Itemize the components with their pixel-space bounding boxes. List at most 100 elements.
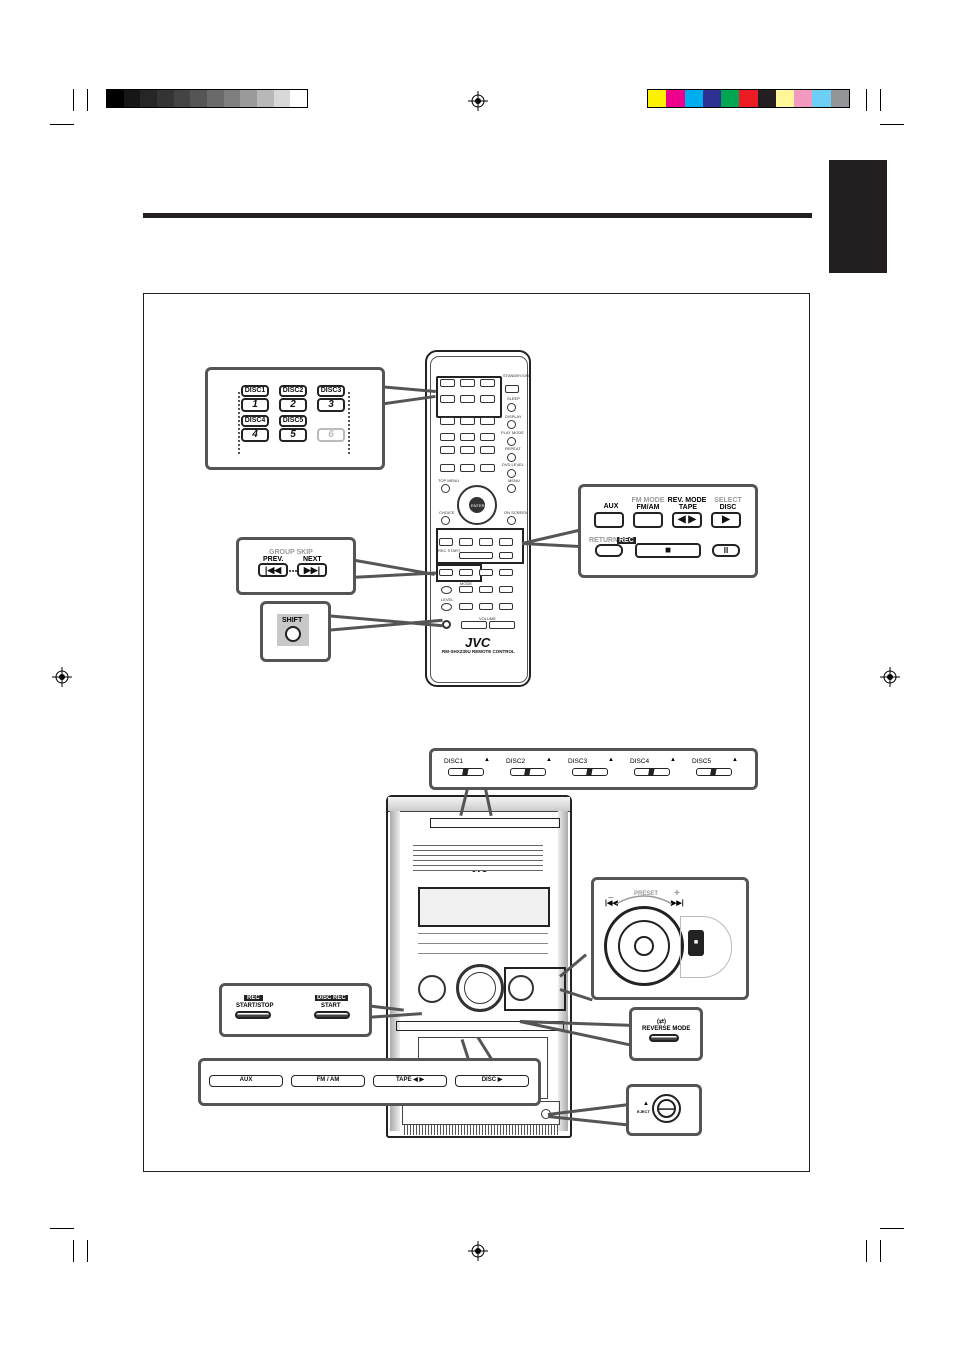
remote-level-minus[interactable] — [441, 603, 452, 611]
unit-source-button-3[interactable]: TAPE ◀ ▶ — [373, 1075, 447, 1087]
reverse-mode-callout: (⇄) REVERSE MODE — [629, 1007, 703, 1061]
remote-key-b[interactable] — [499, 586, 513, 593]
disc-label: DISC — [719, 504, 737, 511]
remote-disc-mini[interactable] — [499, 538, 513, 546]
figure-frame — [143, 293, 810, 1172]
skip-forward-icon: ▶▶| — [671, 900, 684, 907]
choice-button[interactable] — [441, 516, 450, 525]
disc-key-6-button[interactable]: 6 — [317, 428, 345, 442]
on-screen-button[interactable] — [507, 516, 516, 525]
unit-left-knob[interactable] — [418, 975, 446, 1003]
remote-mode-mini[interactable] — [459, 586, 473, 593]
remote-mini-key[interactable] — [480, 446, 495, 454]
remote-mini-key[interactable] — [480, 464, 495, 472]
stop-button[interactable]: ■ — [635, 543, 701, 558]
repeat-label: REPEAT — [505, 446, 521, 451]
remote-mini-key[interactable] — [480, 379, 495, 387]
remote-mini-key[interactable] — [440, 417, 455, 425]
remote-slow-minus[interactable] — [479, 569, 493, 576]
disc-key-1-button[interactable]: 1 — [241, 398, 269, 412]
remote-mini-key[interactable] — [440, 446, 455, 454]
disc-key-5-button[interactable]: 5 — [279, 428, 307, 442]
unit-source-button-4[interactable]: DISC ▶ — [455, 1075, 529, 1087]
disc-key-2-button[interactable]: 2 — [279, 398, 307, 412]
standby-button[interactable] — [505, 385, 519, 393]
gray-swatch — [107, 90, 124, 107]
remote-next-mini[interactable] — [459, 569, 473, 576]
language-tab — [829, 160, 887, 273]
top-menu-button[interactable] — [441, 484, 450, 493]
gray-swatch — [123, 90, 141, 107]
remote-level-button[interactable] — [441, 586, 452, 594]
disc-key-3-button[interactable]: 3 — [317, 398, 345, 412]
fm-am-button[interactable] — [633, 512, 663, 528]
next-button[interactable]: ▶▶| — [297, 563, 327, 577]
unit-disc-5-button[interactable] — [696, 768, 732, 776]
stop-side-button[interactable]: ■ — [688, 930, 704, 956]
shift-button[interactable] — [285, 626, 301, 642]
remote-key-e[interactable] — [499, 603, 513, 610]
display-button[interactable] — [507, 420, 516, 429]
choice-label: CHOICE — [439, 510, 455, 515]
remote-mini-key[interactable] — [460, 433, 475, 441]
eject-icon: ▲ — [670, 757, 676, 763]
remote-key-a[interactable] — [479, 586, 493, 593]
return-rec-button[interactable] — [595, 544, 623, 557]
unit-display — [418, 887, 550, 927]
remote-mini-key[interactable] — [440, 433, 455, 441]
remote-mini-key[interactable] — [480, 417, 495, 425]
remote-volume-plus[interactable] — [489, 621, 515, 629]
unit-source-button-1[interactable]: AUX — [209, 1075, 283, 1087]
pause-button[interactable]: II — [712, 544, 740, 557]
disc-rec-start-button[interactable] — [314, 1011, 350, 1019]
unit-disc-2-button[interactable] — [510, 768, 546, 776]
remote-prev-mini[interactable] — [439, 569, 453, 576]
remote-mini-key[interactable] — [480, 433, 495, 441]
remote-mini-key[interactable] — [460, 464, 475, 472]
aux-button[interactable] — [594, 512, 624, 528]
repeat-button[interactable] — [507, 453, 516, 462]
prev-label: PREV. — [263, 556, 284, 563]
reverse-mode-button[interactable] — [649, 1034, 679, 1042]
unit-disc-3-button[interactable] — [572, 768, 608, 776]
rec-start-stop-button[interactable] — [235, 1011, 271, 1019]
unit-source-strip — [396, 1021, 564, 1031]
remote-mini-key[interactable] — [460, 417, 475, 425]
remote-fmam-mini[interactable] — [459, 538, 473, 546]
remote-aux-mini[interactable] — [439, 538, 453, 546]
remote-key-d[interactable] — [479, 603, 493, 610]
remote-stop-mini[interactable] — [459, 552, 493, 559]
remote-mini-key[interactable] — [440, 395, 455, 403]
play-mode-button[interactable] — [507, 437, 516, 446]
color-swatch — [739, 90, 758, 107]
remote-slow-plus[interactable] — [499, 569, 513, 576]
remote-enter-button[interactable] — [469, 497, 485, 513]
remote-pause-mini[interactable] — [499, 552, 513, 559]
crop-mark — [880, 124, 904, 125]
remote-mini-key[interactable] — [440, 379, 455, 387]
remote-mini-key[interactable] — [480, 395, 495, 403]
menu-button[interactable] — [507, 484, 516, 493]
remote-mini-key[interactable] — [460, 446, 475, 454]
tape-button[interactable]: ◀ ▶ — [672, 512, 702, 528]
mode-label: MODE — [460, 581, 472, 586]
sleep-button[interactable] — [507, 403, 516, 412]
disc-key-4-button[interactable]: 4 — [241, 428, 269, 442]
registration-target-icon — [468, 1241, 488, 1261]
unit-disc-1-button[interactable] — [448, 768, 484, 776]
dvd-level-button[interactable] — [507, 469, 516, 478]
unit-right-knob[interactable] — [508, 975, 534, 1001]
remote-mini-key[interactable] — [460, 395, 475, 403]
remote-key-c[interactable] — [459, 603, 473, 610]
remote-volume-minus[interactable] — [461, 621, 487, 629]
remote-mini-key[interactable] — [440, 464, 455, 472]
remote-shift-mini[interactable] — [442, 620, 451, 629]
unit-source-button-2[interactable]: FM / AM — [291, 1075, 365, 1087]
shift-callout: SHIFT — [260, 601, 331, 662]
remote-tape-mini[interactable] — [479, 538, 493, 546]
unit-disc-4-button[interactable] — [634, 768, 670, 776]
disc-key-label: DISC2 — [279, 385, 307, 397]
prev-button[interactable]: |◀◀ — [258, 563, 288, 577]
remote-mini-key[interactable] — [460, 379, 475, 387]
disc-play-button[interactable]: ▶ — [711, 512, 741, 528]
